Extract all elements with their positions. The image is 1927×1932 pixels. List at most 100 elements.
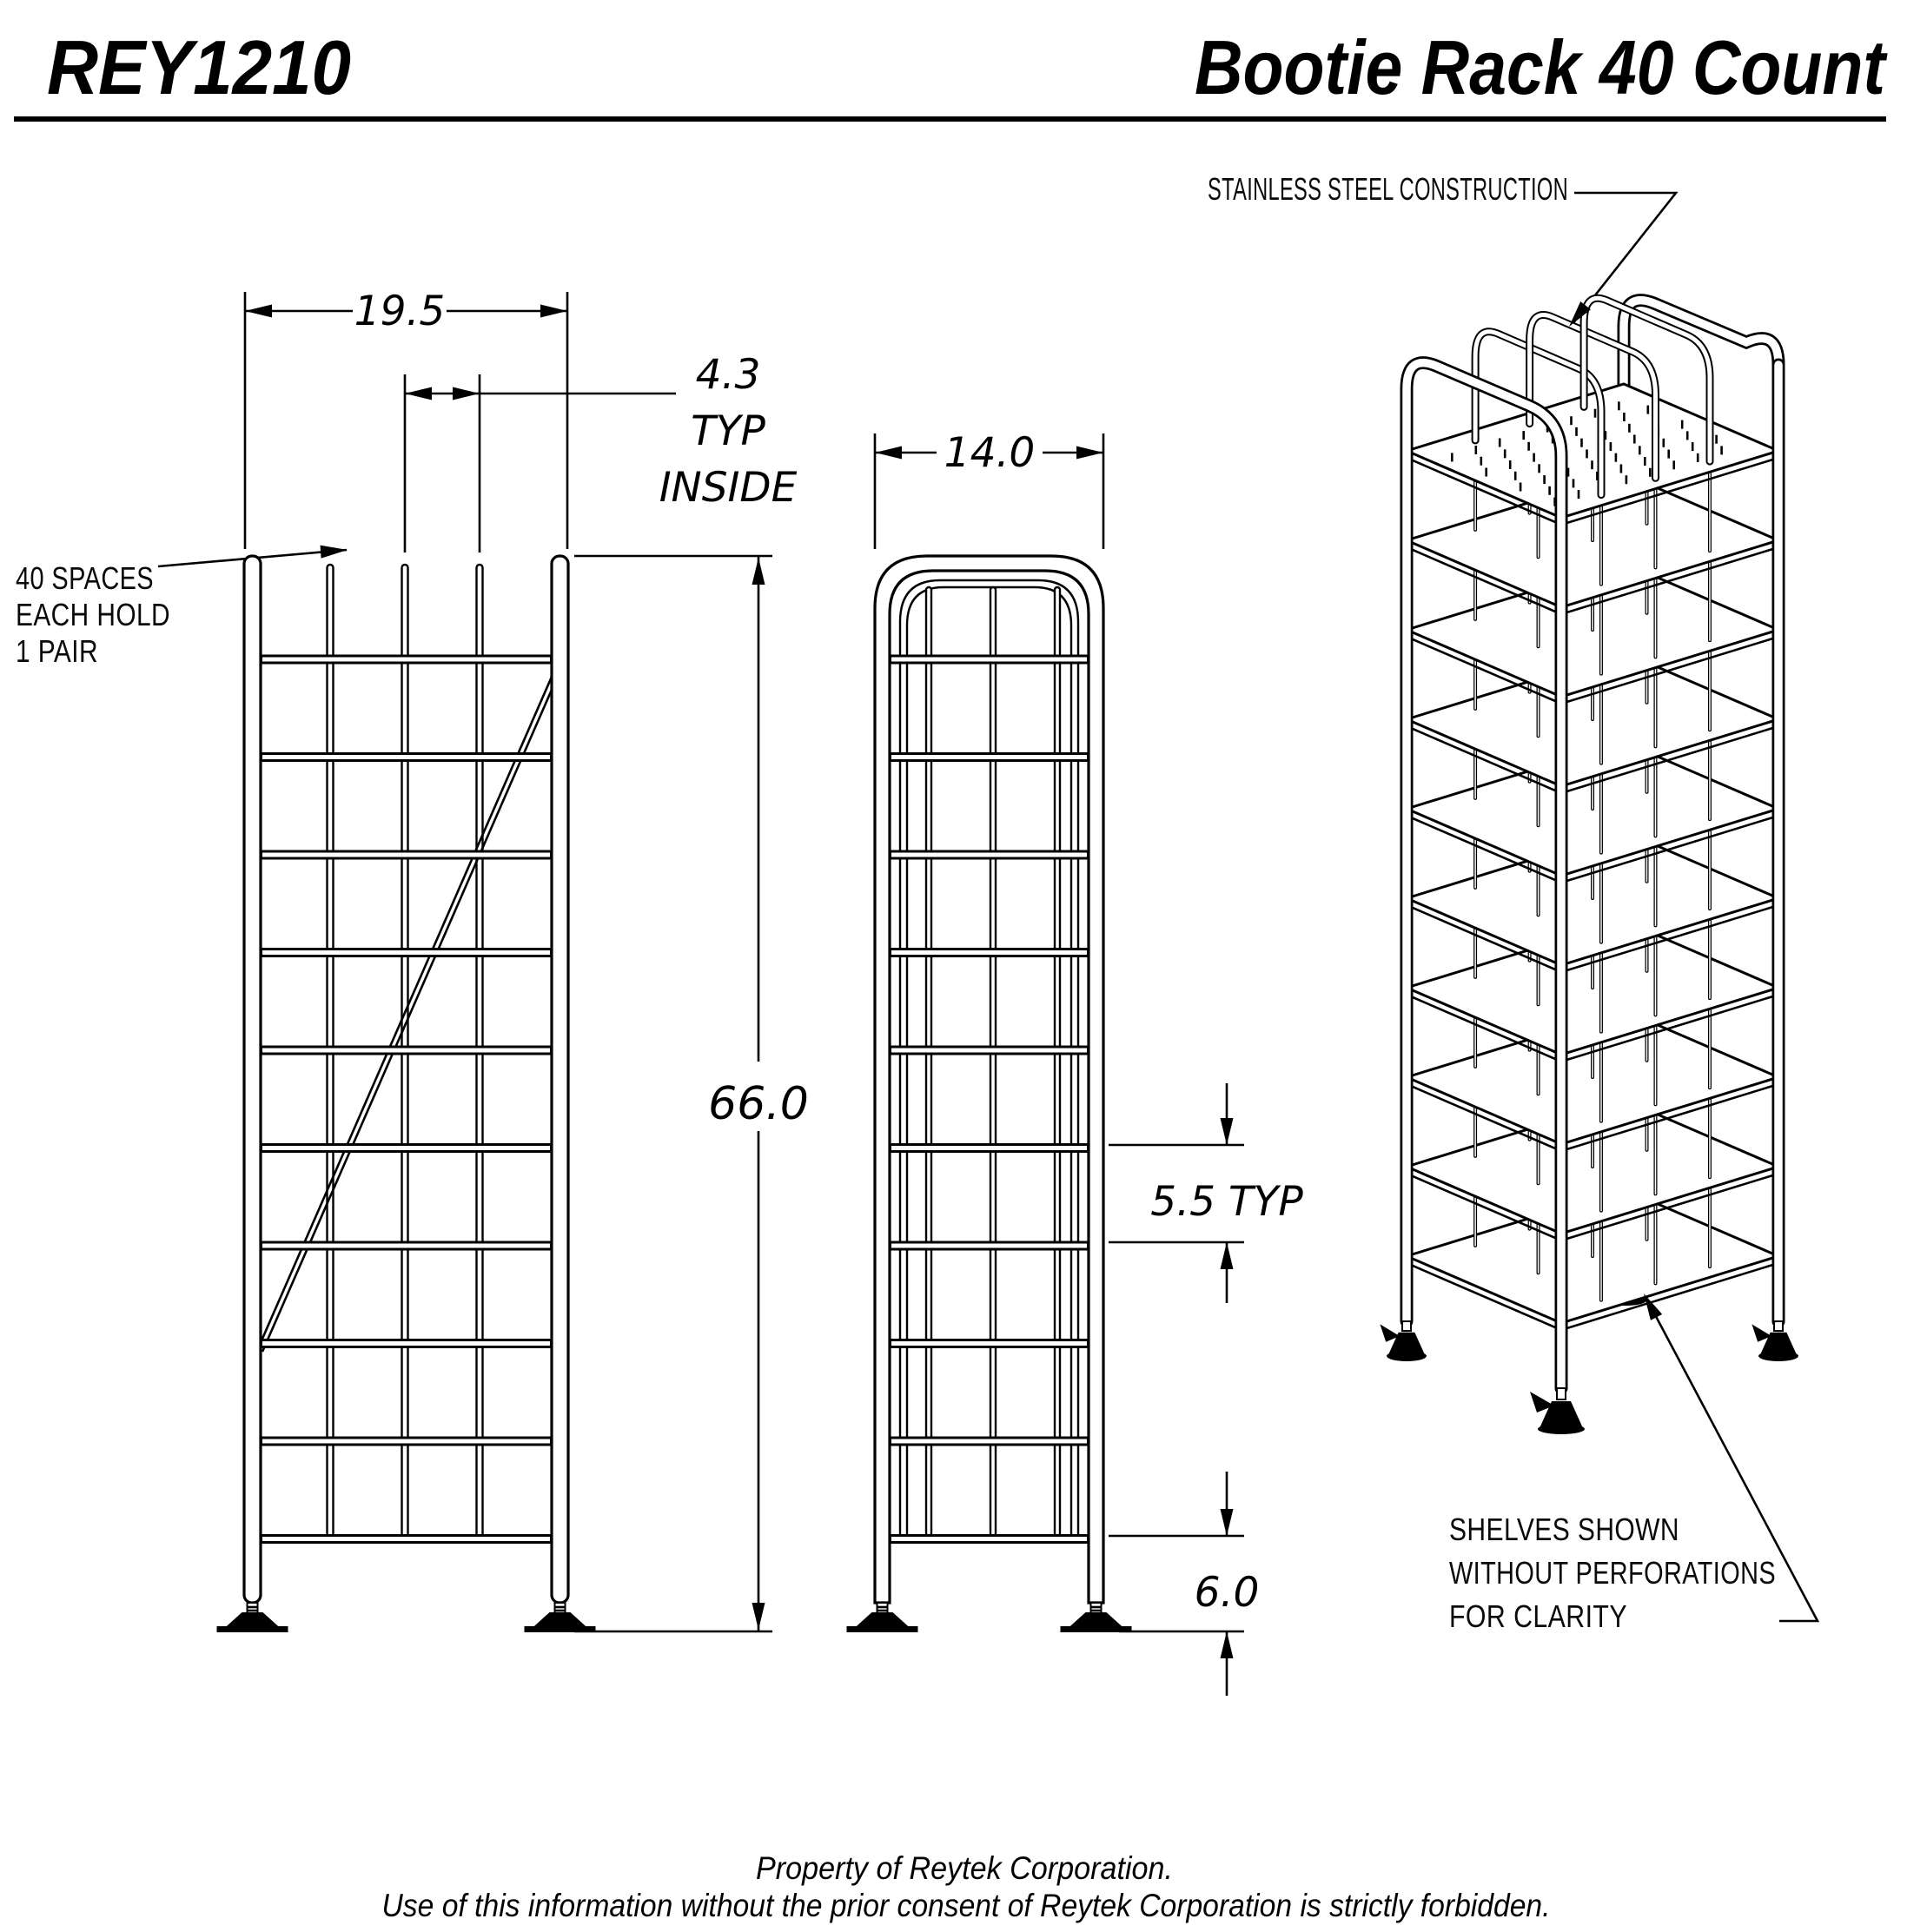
perforation-mark	[1503, 449, 1507, 459]
dimension-lines	[1109, 1472, 1244, 1696]
dim-prong-text: 4.3	[696, 351, 761, 399]
dim-prong-note2: INSIDE	[659, 464, 798, 512]
perforation-mark	[1527, 441, 1530, 451]
arrowhead-icon	[1076, 446, 1103, 460]
shelf-line	[889, 850, 1089, 860]
front-view	[242, 554, 570, 1604]
perforation-mark	[1591, 460, 1593, 470]
side-inner-hoop	[898, 579, 1080, 1538]
perforation-mark	[1577, 490, 1580, 500]
front-left-post	[242, 554, 262, 1604]
leveling-foot	[524, 1602, 596, 1632]
perforation-mark	[1644, 457, 1646, 466]
note-spaces-line3: 1 PAIR	[16, 633, 98, 669]
perforation-mark	[1474, 446, 1478, 454]
note-clarity-line3: FOR CLARITY	[1449, 1598, 1627, 1634]
perforation-mark	[1633, 434, 1636, 444]
arrowhead-icon	[453, 387, 480, 400]
iso-shelves	[1402, 358, 1785, 1332]
side-frame-hoop	[873, 554, 1105, 1604]
perforation-mark	[1691, 442, 1694, 452]
doc-number: REY1210	[47, 24, 351, 110]
perforation-mark	[1662, 438, 1665, 447]
perforation-mark	[1533, 453, 1535, 462]
dim-ground-clearance: 6.0	[1109, 1472, 1259, 1696]
dim-shelf-text: 5.5 TYP	[1150, 1178, 1303, 1226]
dim-shelf-spacing: 5.5 TYP	[1109, 1083, 1303, 1303]
perforation-mark	[1614, 453, 1618, 462]
perforation-mark	[1623, 413, 1626, 421]
arrowhead-icon	[1220, 1509, 1234, 1536]
perforation-mark	[1538, 464, 1540, 473]
leader-line	[1642, 1293, 1820, 1623]
dim-clearance-text: 6.0	[1195, 1569, 1260, 1617]
shelf-line	[260, 1143, 553, 1153]
arrowhead-icon	[540, 304, 567, 318]
iso-casters	[1380, 1320, 1798, 1434]
perforation-mark	[1451, 453, 1454, 462]
perforation-mark	[1543, 475, 1546, 485]
shelf-line	[889, 948, 1089, 957]
caster-foot	[1380, 1320, 1427, 1361]
perforation-mark	[1522, 431, 1525, 440]
note-spaces: 40 SPACES EACH HOLD 1 PAIR	[16, 548, 348, 669]
prong-wire	[1053, 586, 1062, 1538]
perforation-mark	[1628, 423, 1631, 433]
arrowhead-icon	[245, 304, 272, 318]
arrowhead-icon	[1644, 1294, 1663, 1320]
arrowhead-icon	[1220, 1242, 1234, 1269]
shelf-line	[889, 1436, 1089, 1446]
dim-depth-text: 14.0	[944, 429, 1036, 477]
arrowhead-icon	[752, 558, 765, 585]
perforation-mark	[1696, 453, 1699, 462]
shelf-line	[260, 1045, 553, 1055]
note-clarity-line2: WITHOUT PERFORATIONS	[1449, 1555, 1776, 1591]
leveling-foot	[216, 1602, 288, 1632]
leveling-foot	[846, 1602, 918, 1632]
shelf-line	[889, 1143, 1089, 1153]
note-construction: STAINLESS STEEL CONSTRUCTION	[1208, 171, 1679, 329]
perforation-mark	[1513, 471, 1517, 480]
perforation-mark	[1609, 442, 1612, 451]
perforation-mark	[1715, 434, 1718, 444]
perforation-mark	[1596, 471, 1599, 480]
shelf-line	[260, 850, 553, 860]
note-clarity-line1: SHELVES SHOWN	[1449, 1512, 1679, 1547]
perforation-mark	[1548, 486, 1551, 495]
dimension-lines	[574, 554, 772, 1633]
footer-line1: Property of Reytek Corporation.	[756, 1850, 1173, 1886]
caster-foot	[1530, 1387, 1585, 1434]
perforation-mark	[1586, 449, 1588, 459]
footer-line2: Use of this information without the prio…	[382, 1888, 1551, 1923]
dimension-lines	[873, 433, 1105, 549]
perforation-mark	[1646, 405, 1650, 414]
prong-wire	[924, 586, 933, 1538]
perforation-mark	[1720, 446, 1723, 455]
perforation-mark	[1566, 467, 1570, 477]
dim-height: 66.0	[574, 554, 809, 1633]
side-view	[873, 554, 1105, 1604]
note-spaces-line2: EACH HOLD	[16, 597, 170, 632]
shelf-line	[889, 1534, 1089, 1544]
leveling-foot	[1060, 1602, 1132, 1632]
arrowhead-icon	[1569, 301, 1591, 327]
dimension-lines	[403, 374, 676, 552]
leader-line	[1567, 191, 1679, 329]
dim-depth: 14.0	[873, 429, 1105, 549]
shelf-line	[260, 1436, 553, 1446]
shelf-line	[260, 1339, 553, 1348]
arrowhead-icon	[875, 446, 902, 460]
dim-prong-note1: TYP	[691, 407, 765, 455]
perforation-mark	[1480, 456, 1483, 466]
perforation-mark	[1572, 479, 1575, 488]
perforation-mark	[1667, 449, 1670, 459]
shelf-line	[260, 1534, 553, 1544]
shelf-line	[889, 1241, 1089, 1251]
dim-prong-spacing: 4.3 TYP INSIDE	[403, 351, 798, 552]
dimension-lines	[243, 292, 569, 549]
perforation-mark	[1639, 446, 1641, 455]
perforation-mark	[1508, 460, 1512, 469]
note-clarity: SHELVES SHOWN WITHOUT PERFORATIONS FOR C…	[1449, 1293, 1820, 1634]
shelf-line	[260, 948, 553, 957]
